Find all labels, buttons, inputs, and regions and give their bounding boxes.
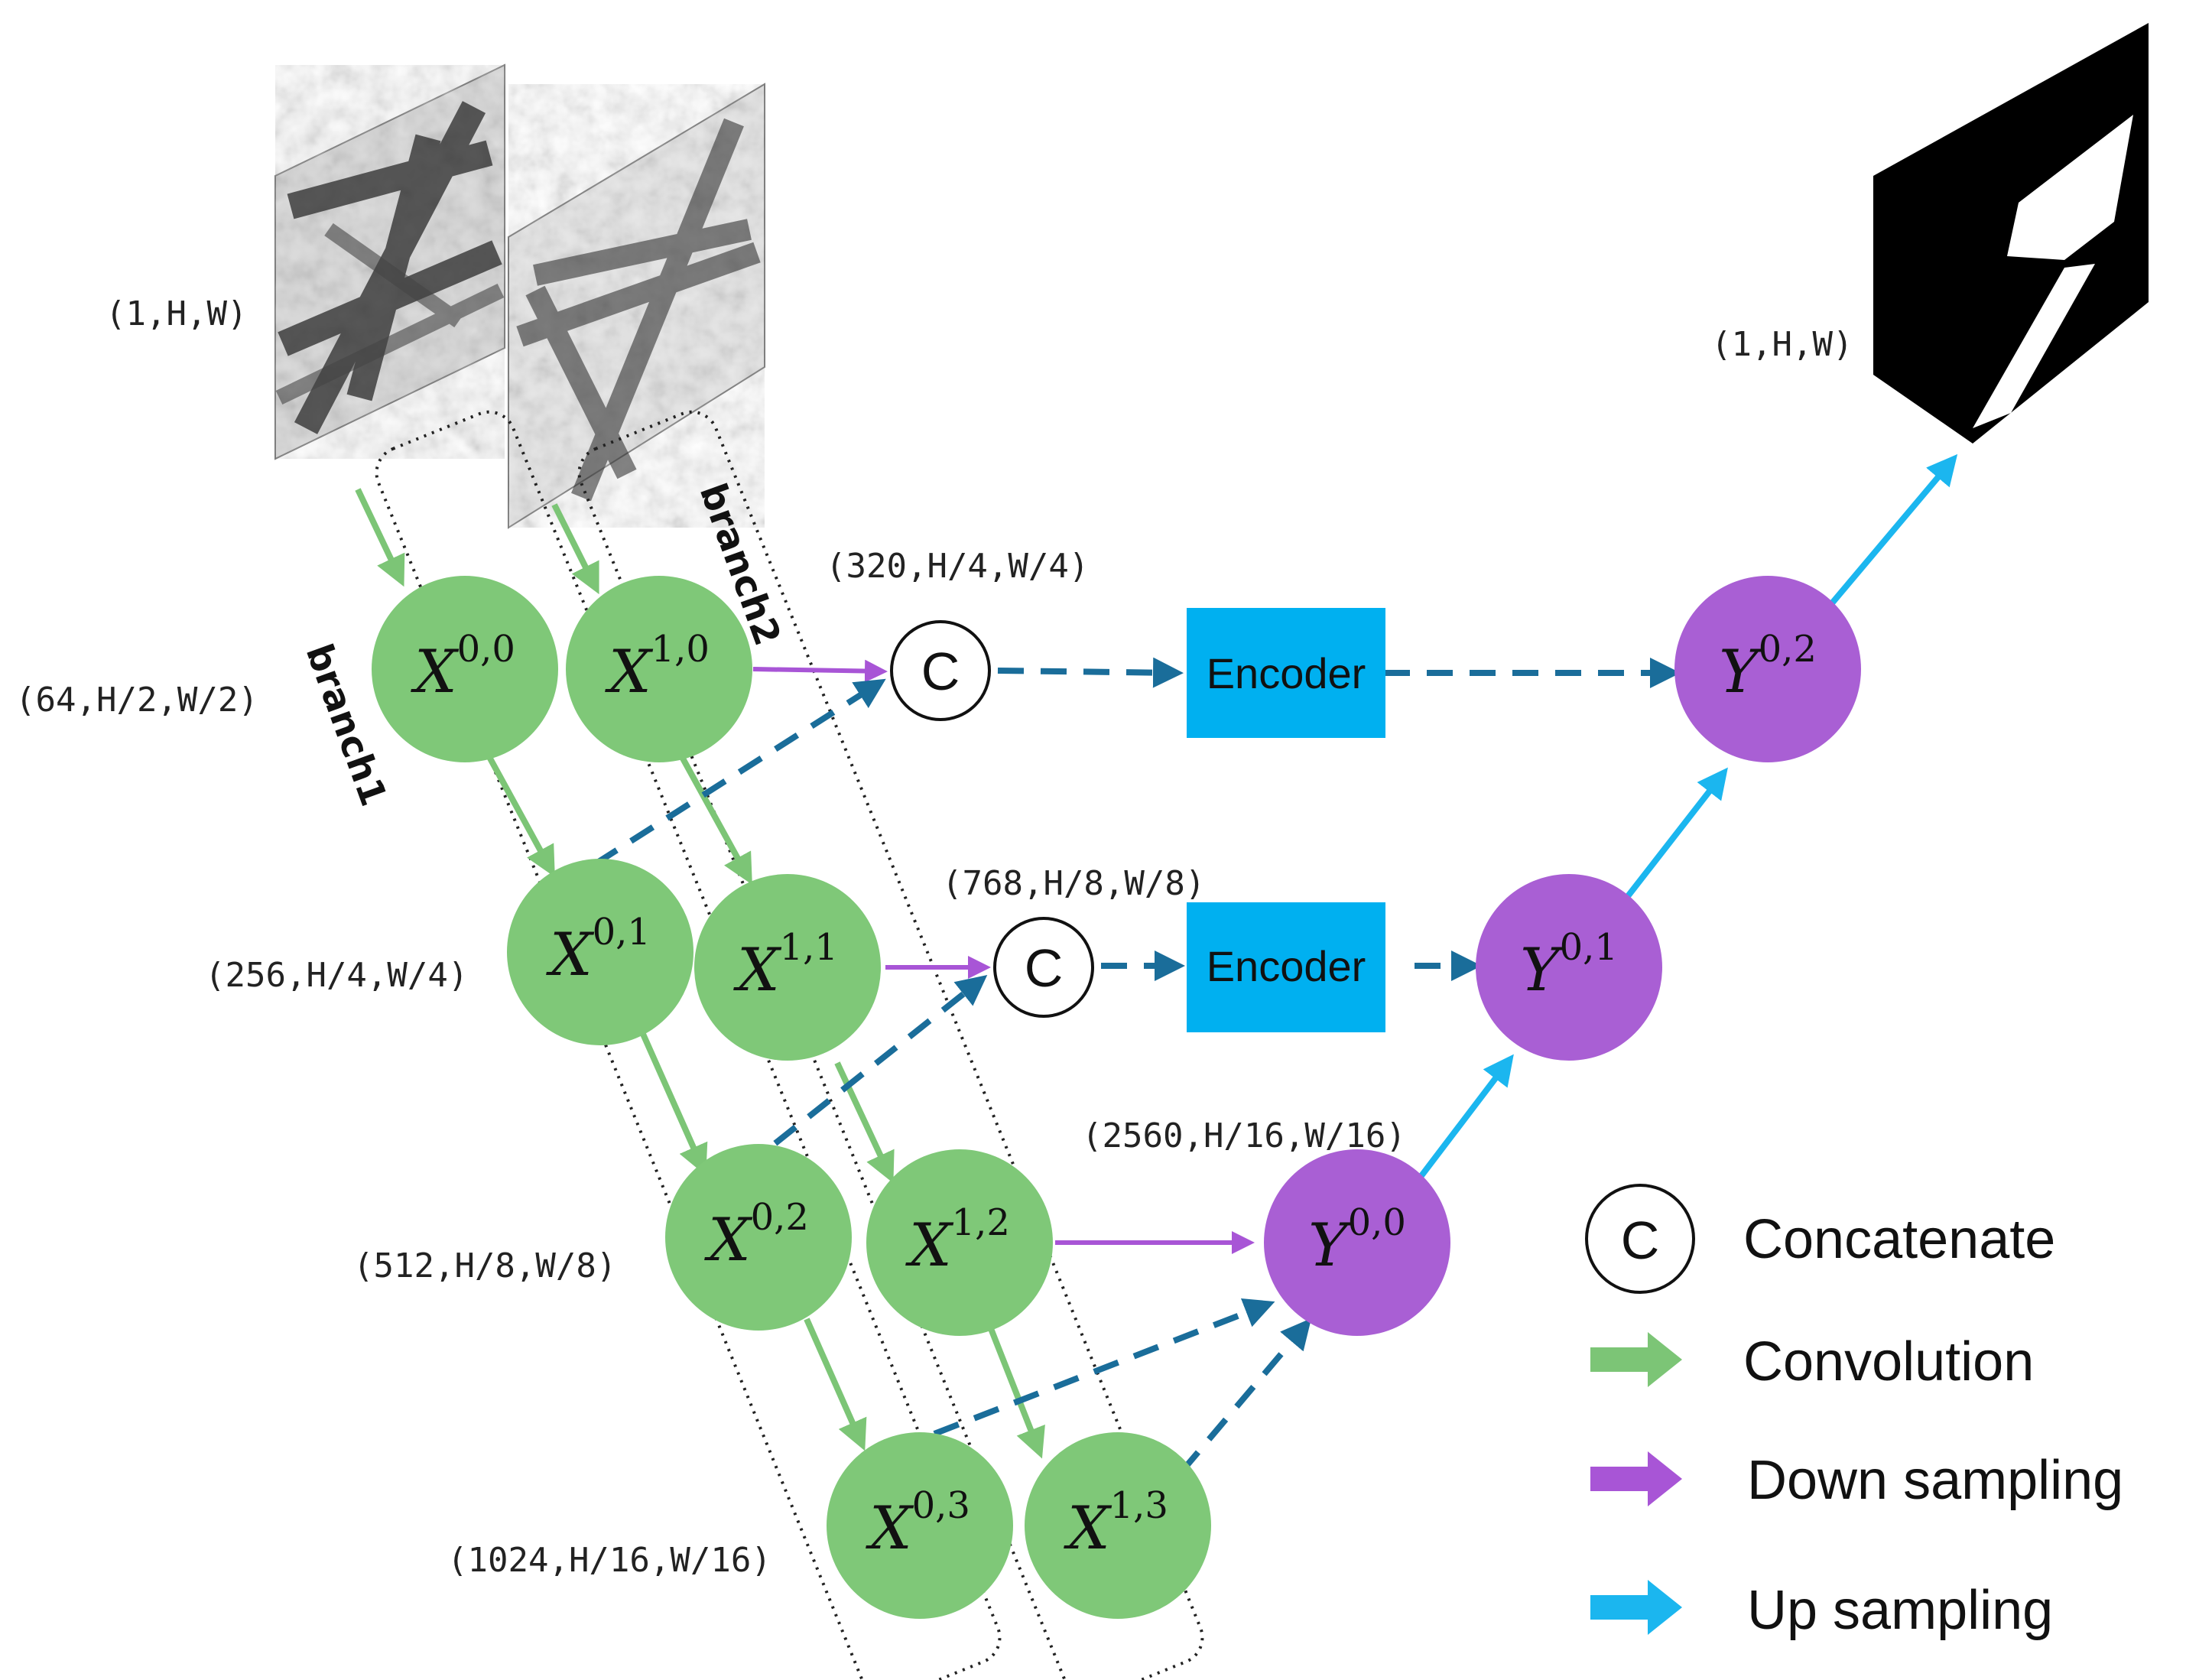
branch2-box — [577, 410, 1204, 1680]
legend-up-sampling: Up sampling — [1590, 1580, 2053, 1641]
dim-concat-mid: (768,H/8,W/8) — [942, 864, 1205, 903]
legend-up-sampling-label: Up sampling — [1747, 1580, 2053, 1641]
node-x03: X0,3 — [827, 1432, 1013, 1619]
legend: C Concatenate Convolution Down sampling … — [1585, 1184, 2123, 1641]
legend-down-sampling-label: Down sampling — [1747, 1450, 2123, 1511]
svg-text:Y0,2: Y0,2 — [1719, 628, 1817, 707]
svg-text:Encoder: Encoder — [1207, 942, 1366, 990]
dim-bottleneck: (2560,H/16,W/16) — [1082, 1116, 1406, 1155]
skip-connections — [593, 657, 1681, 1474]
svg-text:X0,1: X0,1 — [545, 911, 651, 989]
dim-level1: (256,H/4,W/4) — [205, 956, 468, 995]
encoder-box-top: Encoder — [1187, 608, 1385, 738]
dim-level3: (1024,H/16,W/16) — [447, 1541, 771, 1580]
svg-text:X1,0: X1,0 — [604, 628, 710, 707]
svg-text:X1,2: X1,2 — [905, 1201, 1010, 1280]
svg-text:X0,3: X0,3 — [865, 1484, 970, 1563]
legend-concat-symbol: C — [1621, 1210, 1660, 1270]
svg-text:Y0,0: Y0,0 — [1308, 1201, 1406, 1280]
svg-text:Y0,1: Y0,1 — [1520, 926, 1618, 1005]
output-mask — [1873, 23, 2149, 444]
concat-node-mid: C — [993, 917, 1094, 1018]
node-x12: X1,2 — [866, 1149, 1053, 1336]
concat-node-top: C — [890, 620, 991, 721]
svg-text:X1,3: X1,3 — [1063, 1484, 1168, 1563]
node-x00: X0,0 — [372, 576, 558, 762]
node-x13: X1,3 — [1025, 1432, 1211, 1619]
node-y02: Y0,2 — [1674, 576, 1861, 762]
svg-text:C: C — [921, 642, 960, 701]
dim-concat-top: (320,H/4,W/4) — [826, 547, 1089, 586]
legend-convolution: Convolution — [1590, 1331, 2034, 1392]
dim-input: (1,H,W) — [106, 294, 247, 333]
input-image-2 — [508, 83, 765, 529]
svg-text:C: C — [1025, 938, 1064, 998]
up-sampling-arrows — [1405, 453, 1958, 1195]
branch1-box — [375, 410, 1002, 1680]
node-x02: X0,2 — [665, 1144, 852, 1331]
node-y01: Y0,1 — [1476, 874, 1662, 1061]
svg-text:X1,1: X1,1 — [732, 926, 838, 1005]
node-x11: X1,1 — [694, 874, 881, 1061]
svg-text:X0,2: X0,2 — [703, 1196, 809, 1275]
node-x01: X0,1 — [507, 859, 693, 1045]
legend-concatenate: C Concatenate — [1585, 1184, 2055, 1294]
convolution-arrows — [355, 488, 1045, 1459]
legend-concatenate-label: Concatenate — [1743, 1209, 2055, 1270]
encoder-box-mid: Encoder — [1187, 902, 1385, 1032]
legend-down-sampling: Down sampling — [1590, 1450, 2123, 1511]
svg-text:Encoder: Encoder — [1207, 649, 1366, 697]
down-sampling-arrows — [752, 659, 1255, 1254]
input-image-1 — [274, 63, 505, 460]
dim-level2: (512,H/8,W/8) — [353, 1246, 616, 1285]
legend-convolution-label: Convolution — [1743, 1331, 2034, 1392]
svg-text:X0,0: X0,0 — [410, 628, 515, 707]
dim-level0: (64,H/2,W/2) — [15, 681, 258, 720]
dim-output: (1,H,W) — [1711, 325, 1853, 364]
node-x10: X1,0 — [566, 576, 752, 762]
node-y00: Y0,0 — [1264, 1149, 1450, 1336]
